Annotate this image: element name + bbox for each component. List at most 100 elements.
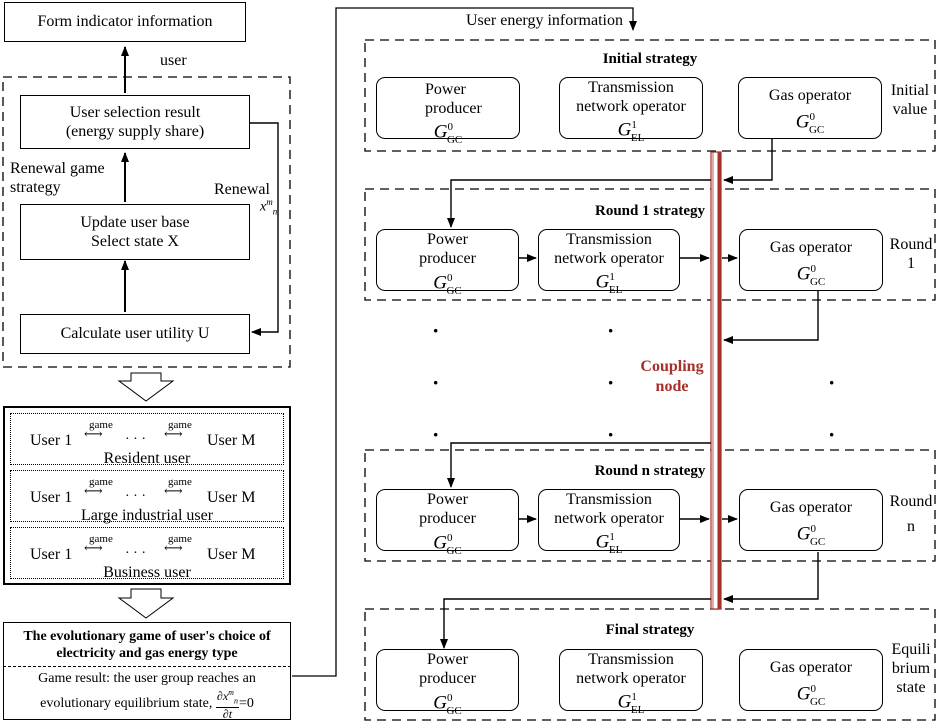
renewal-label: Renewal (214, 181, 270, 198)
coupling-to-power-final (440, 598, 711, 649)
power-line1: Power (427, 651, 468, 668)
trans-line1: Transmission (566, 231, 652, 248)
stage-side-label: Initial value (884, 81, 936, 119)
power-producer-box: Power producer G0GC (376, 649, 519, 717)
group3-arrow-left: ⟷ (84, 540, 103, 555)
side-line1: Round (889, 236, 933, 253)
g-sub: EL (630, 704, 645, 717)
trans-line2: network operator (576, 98, 686, 115)
transmission-operator-box: Transmission network operator G1EL (559, 77, 703, 144)
g-letter: G (617, 119, 632, 141)
side-line1: Equili (891, 641, 931, 658)
g-sup: 0 (446, 692, 453, 704)
renewal-var-x: x (260, 199, 267, 215)
user-energy-info-label: User energy information (466, 12, 623, 29)
side-line2: value (892, 101, 928, 118)
ellipsis-dot: · (432, 422, 440, 447)
gas-symbol: G0GC (739, 105, 881, 141)
user-selection-box: User selection result (energy supply sha… (20, 95, 250, 149)
g-sup: 1 (631, 119, 637, 131)
ellipsis-dot: · (828, 422, 836, 447)
g-letter: G (796, 683, 811, 705)
gas-operator-box: Gas operator G0GC (739, 229, 883, 291)
user-selection-line1: User selection result (69, 104, 201, 121)
group3-user-right: User M (207, 546, 256, 563)
partial-eq: =0 (238, 695, 254, 711)
g-sup: 1 (609, 271, 615, 283)
side-line2: 1 (907, 255, 915, 272)
trans-line1: Transmission (588, 79, 674, 96)
group3-user-left: User 1 (30, 546, 73, 563)
coupling-node-label: Coupling node (637, 357, 707, 397)
ellipsis-dot: · (432, 318, 440, 343)
g-letter: G (433, 272, 447, 294)
g-sup: 0 (810, 683, 816, 695)
group3-dots: · · · (125, 546, 146, 561)
g-sub: EL (608, 284, 623, 297)
user-group-business (10, 527, 284, 579)
power-line1: Power (427, 231, 468, 248)
gas-line1: Gas operator (769, 239, 853, 256)
partial-num-x: ∂x (216, 689, 229, 703)
group3-game-left: game (89, 533, 113, 545)
trans-line2: network operator (576, 670, 686, 687)
group1-user-left: User 1 (30, 432, 73, 449)
power-symbol: G0GC (377, 268, 518, 300)
gas-operator-box: Gas operator G0GC (738, 77, 882, 139)
gas-operator-box: Gas operator G0GC (739, 649, 883, 711)
evolutionary-game-box (3, 622, 291, 720)
group1-game-right: game (168, 419, 192, 431)
g-sup: 1 (631, 691, 637, 703)
update-line2: Select state X (91, 233, 179, 250)
stage-frame-roundn (364, 449, 936, 562)
gas-roundn-to-coupling (723, 552, 819, 603)
g-letter: G (796, 263, 811, 285)
gas-line1: Gas operator (768, 87, 852, 104)
gas-symbol: G0GC (740, 517, 882, 553)
form-indicator-text: Form indicator information (37, 13, 213, 30)
group2-dots: · · · (125, 489, 146, 504)
stage-title: Round n strategy (594, 463, 706, 479)
trans-symbol: G1EL (539, 268, 679, 298)
group2-user-right: User M (207, 489, 256, 506)
evolutionary-title: The evolutionary game of user's choice o… (3, 628, 291, 662)
update-line1: Update user base (80, 214, 190, 231)
group2-arrow-left: ⟷ (84, 483, 103, 498)
power-line2: producer (425, 100, 482, 117)
group1-dots: · · · (125, 432, 146, 447)
calculate-utility-box: Calculate user utility U (20, 314, 250, 354)
g-sub: GC (809, 276, 826, 289)
evolutionary-result: Game result: the user group reaches an e… (3, 670, 291, 720)
g-letter: G (433, 692, 447, 714)
stage-title: Initial strategy (602, 51, 698, 67)
group2-arrow-right: ⟷ (164, 483, 183, 498)
partial-num: ∂xmn (215, 687, 239, 709)
trans-line1: Transmission (588, 651, 674, 668)
renewal-var-sup: m (266, 197, 273, 207)
evo-result-line2-row: evolutionary equilibrium state, ∂xmn ∂t … (3, 687, 291, 720)
evo-title-line2: electricity and gas energy type (56, 646, 238, 661)
g-letter: G (795, 111, 810, 133)
g-sub: GC (446, 545, 462, 558)
side-line2: brium (891, 660, 931, 677)
g-sub: GC (808, 124, 825, 137)
renewal-game-strategy-label: Renewal game strategy (10, 159, 105, 197)
side-line1: Round (889, 493, 933, 510)
side-line2: n (907, 518, 915, 535)
transmission-operator-box: Transmission network operator G1EL (538, 229, 680, 296)
trans-symbol: G1EL (560, 688, 702, 718)
ellipsis-dot: · (607, 318, 615, 343)
trans-line1: Transmission (566, 491, 652, 508)
partial-num-sup: m (228, 688, 234, 697)
coupling-to-power-roundn (447, 442, 711, 488)
g-sup: 1 (609, 531, 615, 543)
renewal-var-sub: n (272, 206, 278, 217)
user-selection-line2: (energy supply share) (65, 123, 205, 140)
coupling-line1: Coupling (640, 358, 704, 375)
user-groups-frame (3, 406, 291, 585)
stage-side-label: Round n (886, 492, 936, 536)
form-indicator-box: Form indicator information (4, 2, 246, 42)
renewal-loop (250, 122, 279, 336)
stage-title: Final strategy (605, 622, 695, 638)
